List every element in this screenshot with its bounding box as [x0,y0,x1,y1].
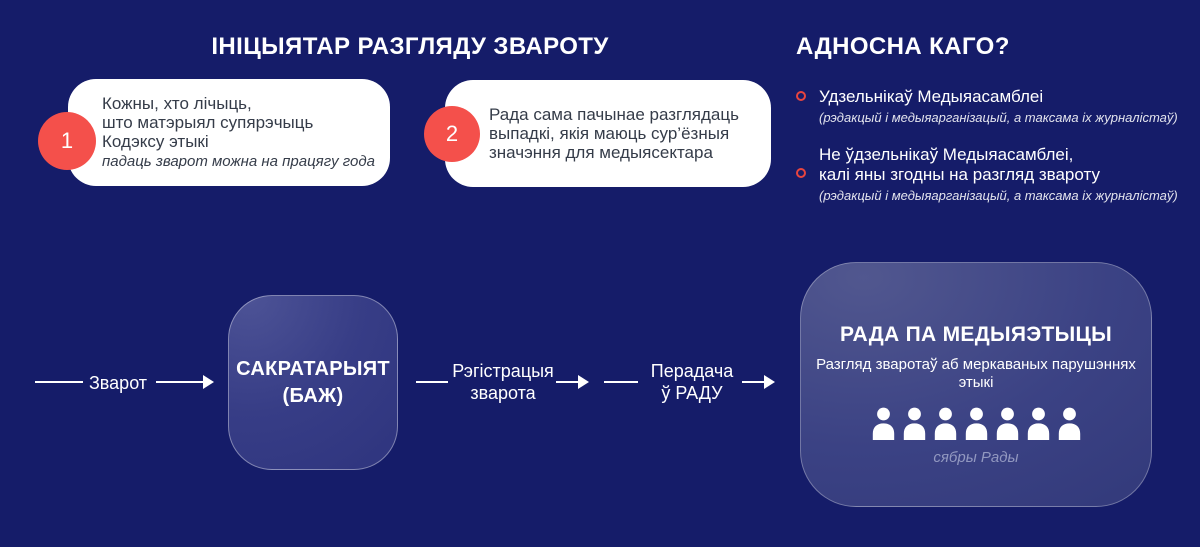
bullet-2-note: (рэдакцый і медыяарганізацый, а таксама … [819,188,1178,203]
about-bullet-list: Удзельнікаў Медыяасамблеі (рэдакцый і ме… [796,87,1196,203]
bullet-2-text: Не ўдзельнікаў Медыяасамблеі, калі яны з… [819,145,1100,184]
initiator-card-1-note: падаць зварот можна на працягу года [102,153,375,170]
arrow-right-icon [742,375,775,389]
council-members-row [801,406,1151,440]
flow-label-registration: Рэгістрацыя зварота [452,361,554,403]
initiator-card-2: Рада сама пачынае разглядаць выпадкі, як… [445,80,771,187]
connector-line [416,381,448,383]
bullet-ring-icon [796,168,806,178]
section-title-initiator: ІНІЦЫЯТАР РАЗГЛЯДУ ЗВАРОТУ [211,33,609,60]
person-icon [932,407,959,440]
connector-line [35,381,83,383]
council-members-caption: сябры Рады [933,449,1019,466]
flow-label-zvarot: Зварот [88,373,148,393]
arrow-right-icon [156,375,214,389]
bullet-1-text: Удзельнікаў Медыяасамблеі [819,87,1044,106]
connector-line [604,381,638,383]
initiator-card-1-text: Кожны, хто лічыць, што матэрыял супярэчы… [102,94,314,151]
council-card-subtitle: Разгляд зваротаў аб меркаваных парушэння… [816,356,1136,391]
person-icon [870,407,897,440]
section-title-about: АДНОСНА КАГО? [796,33,1010,60]
list-item: Не ўдзельнікаў Медыяасамблеі, калі яны з… [796,145,1196,203]
flow-label-transfer: Перадача ў РАДУ [650,361,734,403]
list-item: Удзельнікаў Медыяасамблеі (рэдакцый і ме… [796,87,1196,125]
step-number-badge-2: 2 [424,106,480,162]
bullet-ring-icon [796,91,806,101]
council-card-title: РАДА ПА МЕДЫЯЭТЫЦЫ [840,323,1112,346]
secretariat-card: САКРАТАРЫЯТ (БАЖ) [228,295,398,470]
person-icon [1056,407,1083,440]
person-icon [901,407,928,440]
arrow-right-icon [556,375,589,389]
person-icon [1025,407,1052,440]
person-icon [963,407,990,440]
step-number-badge-1: 1 [38,112,96,170]
council-card: РАДА ПА МЕДЫЯЭТЫЦЫ Разгляд зваротаў аб м… [800,262,1152,507]
initiator-card-1: Кожны, хто лічыць, што матэрыял супярэчы… [68,79,390,186]
person-icon [994,407,1021,440]
initiator-card-2-text: Рада сама пачынае разглядаць выпадкі, як… [489,105,739,162]
bullet-1-note: (рэдакцый і медыяарганізацый, а таксама … [819,110,1178,125]
secretariat-card-label: САКРАТАРЫЯТ (БАЖ) [236,357,390,407]
